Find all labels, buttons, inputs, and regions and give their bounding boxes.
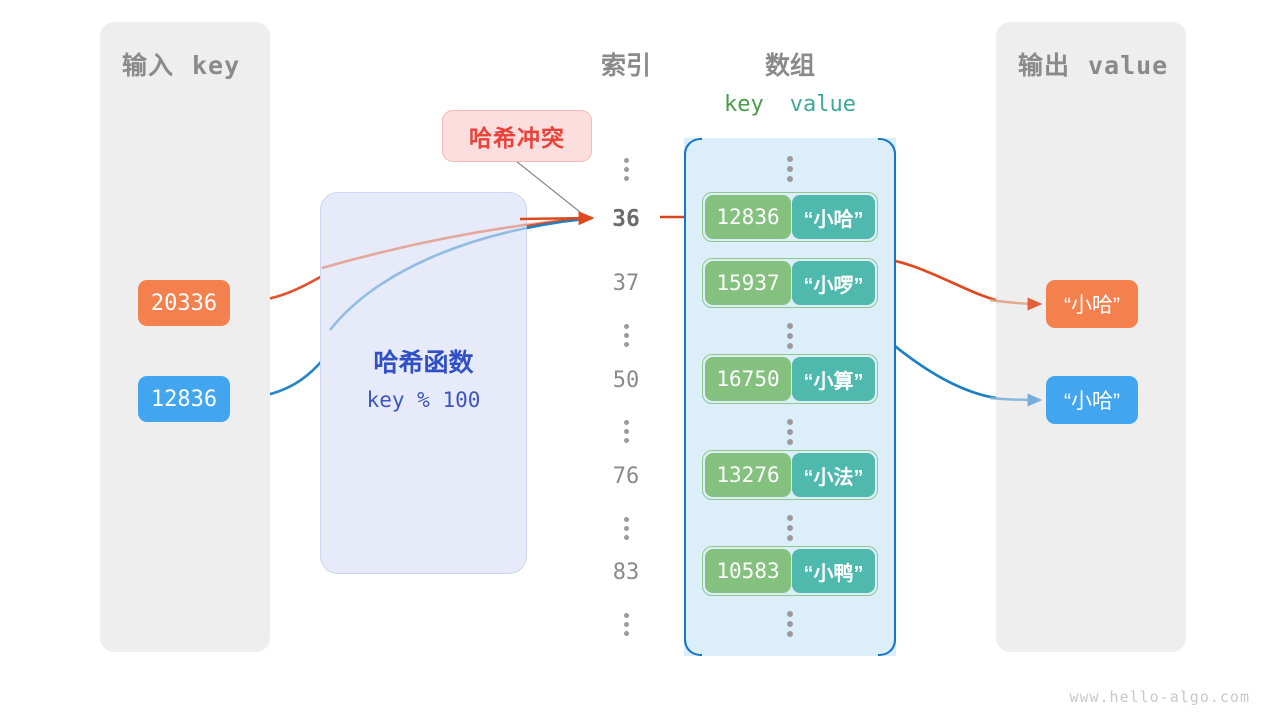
output-value-orange-label: “小哈” <box>1064 294 1120 317</box>
entry-50-key: 16750 <box>705 357 791 401</box>
index-ellipsis-1 <box>592 324 660 347</box>
index-ellipsis-0 <box>592 158 660 181</box>
index-37: 37 <box>612 271 640 296</box>
index-ellipsis-3 <box>592 517 660 540</box>
value-header-label: value <box>789 92 856 117</box>
array-ellipsis-3 <box>684 515 896 541</box>
index-50: 50 <box>612 368 640 393</box>
index-36: 36 <box>612 206 640 232</box>
index-ellipsis-2 <box>592 420 660 443</box>
hash-function-box: 哈希函数 key % 100 <box>320 192 527 574</box>
output-value-blue: “小哈” <box>1046 376 1138 424</box>
index-column-header: 索引 <box>600 52 651 80</box>
entry-36: 12836 “小哈” <box>702 192 878 242</box>
curve-to-output-blue-tail <box>989 393 1043 407</box>
hash-function-expression: key % 100 <box>366 388 481 412</box>
key-header-label: key <box>724 92 764 117</box>
entry-76-key: 13276 <box>705 453 791 497</box>
hash-collision-label: 哈希冲突 <box>442 110 592 162</box>
hash-collision-text: 哈希冲突 <box>469 125 565 151</box>
input-key-12836: 12836 <box>138 376 230 422</box>
entry-50-value: “小算” <box>792 357 875 401</box>
array-ellipsis-4 <box>684 611 896 637</box>
input-key-20336: 20336 <box>138 280 230 326</box>
hash-table-array: 12836 “小哈” 15937 “小啰” 16750 “小算” 13276 “… <box>684 138 896 656</box>
output-value-blue-label: “小哈” <box>1064 390 1120 413</box>
watermark: www.hello-algo.com <box>1069 688 1250 706</box>
input-panel <box>100 22 270 652</box>
key-value-header: key value <box>684 92 896 117</box>
output-panel <box>996 22 1186 652</box>
output-panel-label-mono: value <box>1087 51 1169 80</box>
index-ellipsis-4 <box>592 613 660 636</box>
entry-83-key: 10583 <box>705 549 791 593</box>
array-ellipsis-0 <box>684 156 896 182</box>
input-panel-label-mono: key <box>191 51 241 80</box>
index-76: 76 <box>612 464 640 489</box>
input-panel-title: 输入 key <box>122 46 240 82</box>
entry-37-value: “小啰” <box>792 261 875 305</box>
entry-36-key: 12836 <box>705 195 791 239</box>
curve-overlay-orange-in <box>321 216 585 270</box>
curve-overlay-blue-in <box>328 217 585 331</box>
entry-37: 15937 “小啰” <box>702 258 878 308</box>
hash-function-title: 哈希函数 <box>373 349 474 377</box>
collision-leader-line <box>515 160 581 213</box>
index-83: 83 <box>612 560 640 585</box>
output-value-orange: “小哈” <box>1046 280 1138 328</box>
entry-76: 13276 “小法” <box>702 450 878 500</box>
array-ellipsis-1 <box>684 323 896 349</box>
input-key-20336-label: 20336 <box>150 290 218 316</box>
input-key-12836-label: 12836 <box>150 386 218 412</box>
output-panel-title: 输出 value <box>1018 46 1168 82</box>
entry-50: 16750 “小算” <box>702 354 878 404</box>
input-panel-label-cn: 输入 <box>122 52 175 80</box>
output-panel-label-cn: 输出 <box>1018 52 1071 80</box>
array-ellipsis-2 <box>684 419 896 445</box>
array-column-header: 数组 <box>764 52 815 80</box>
arrow-into-index-36 <box>519 211 595 226</box>
entry-83-value: “小鸭” <box>792 549 875 593</box>
curve-to-output-orange-tail <box>989 297 1043 311</box>
entry-36-value: “小哈” <box>792 195 875 239</box>
entry-76-value: “小法” <box>792 453 875 497</box>
entry-83: 10583 “小鸭” <box>702 546 878 596</box>
entry-37-key: 15937 <box>705 261 791 305</box>
